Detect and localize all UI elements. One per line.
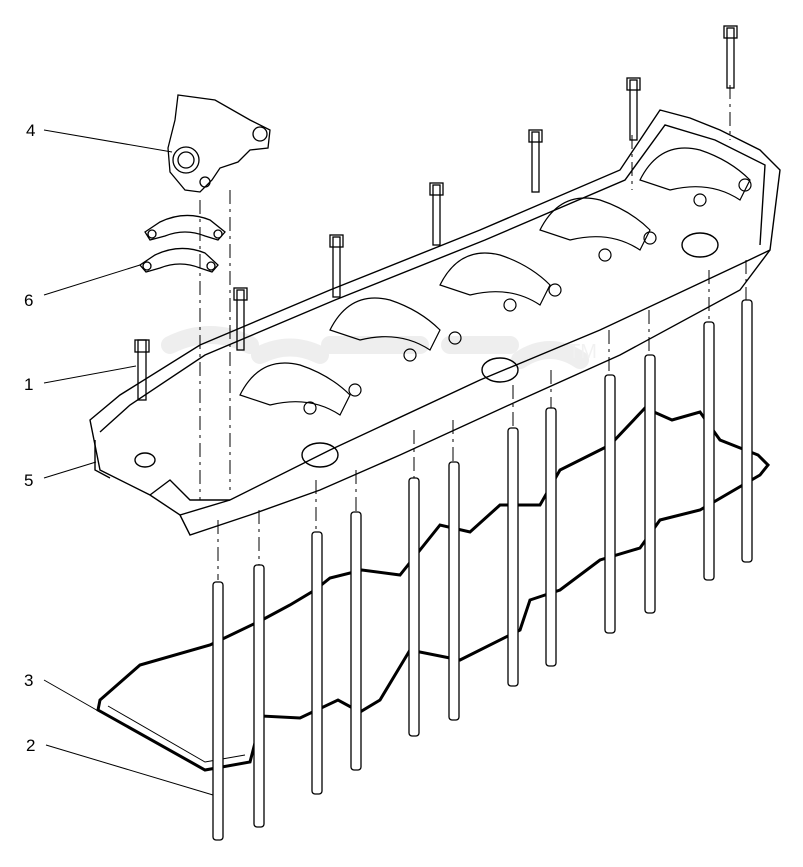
callout-3: 3 [24,671,33,690]
callout-2: 2 [26,736,35,755]
rocker-arms [239,147,752,416]
callout-6: 6 [24,291,33,310]
alignment-lines [199,85,747,580]
rocker-part [167,94,271,193]
cylinder-head [89,109,781,536]
push-rods [212,299,753,841]
leader-lines [43,129,214,796]
callout-1: 1 [24,375,33,394]
trademark-mark: TM [568,341,597,363]
bearing-caps [139,214,226,273]
callout-labels: 4 6 1 5 3 2 [24,121,35,755]
callout-4: 4 [26,121,35,140]
callout-5: 5 [24,471,33,490]
gasket-outline [96,406,771,772]
watermark: TM [161,326,597,369]
head-bolts [134,25,738,401]
